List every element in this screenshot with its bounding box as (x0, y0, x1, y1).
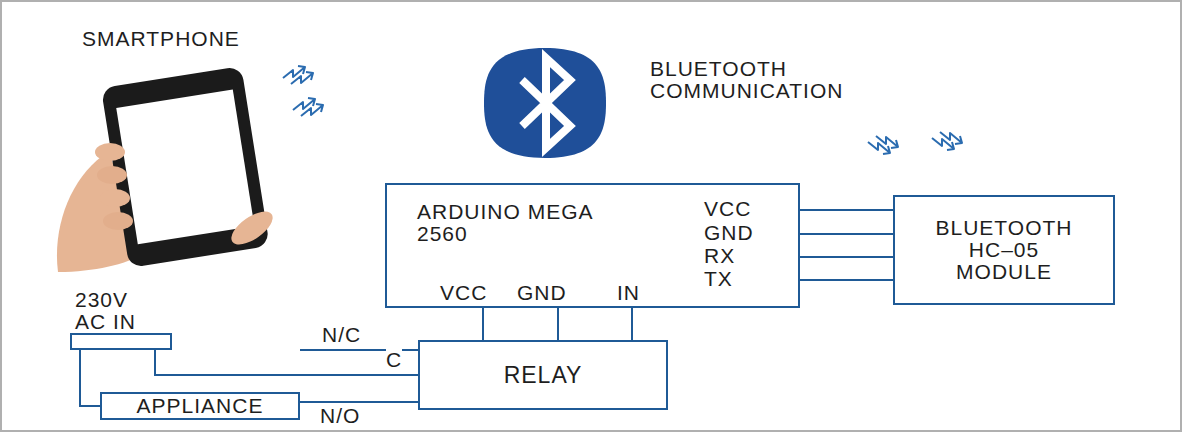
wire (800, 209, 893, 211)
wire (800, 256, 893, 258)
signal-symbol (283, 66, 313, 84)
pin-name: IN (617, 282, 640, 304)
wireless-signal-symbols (283, 66, 962, 154)
finger (103, 212, 133, 230)
wire (557, 308, 559, 340)
finger (97, 166, 127, 184)
relay-box: RELAY (418, 340, 668, 410)
thumb (226, 205, 278, 251)
signal-symbol (868, 136, 898, 154)
wire (800, 233, 893, 235)
contact-label: N/C (322, 324, 361, 346)
bluetooth-module-box: BLUETOOTH HC–05 MODULE (893, 195, 1115, 305)
bluetooth-logo (484, 48, 606, 158)
wire (800, 279, 893, 281)
wire (482, 308, 484, 340)
pin-name: GND (704, 222, 754, 244)
node-title: ARDUINO MEGA 2560 (417, 201, 617, 245)
node-title: 230V AC IN (75, 289, 155, 333)
contact-label: C (386, 349, 402, 371)
finger (95, 143, 125, 161)
pin-name: VCC (704, 198, 751, 220)
node-title: APPLIANCE (137, 395, 264, 417)
contact-label: N/O (320, 405, 360, 427)
wire (631, 308, 633, 340)
wire (80, 350, 100, 406)
logo-badge (484, 48, 606, 158)
pin-name: TX (704, 268, 733, 290)
link-label: BLUETOOTH COMMUNICATION (650, 58, 880, 102)
appliance-box: APPLIANCE (100, 392, 300, 420)
signal-symbol (932, 132, 962, 150)
smartphone-illustration (57, 66, 278, 272)
wire (300, 401, 418, 403)
ac-input-terminal: 230V AC IN (70, 333, 172, 350)
logo-rune (522, 58, 570, 148)
finger (100, 189, 130, 207)
pin-name: VCC (440, 282, 487, 304)
wire (155, 350, 418, 375)
pin-name: GND (517, 282, 567, 304)
pin-name: RX (704, 245, 735, 267)
phone-screen (116, 90, 254, 245)
signal-symbol (293, 98, 323, 116)
node-title: RELAY (504, 364, 583, 386)
node-title: BLUETOOTH HC–05 MODULE (929, 217, 1079, 283)
device-label: SMARTPHONE (82, 28, 240, 50)
